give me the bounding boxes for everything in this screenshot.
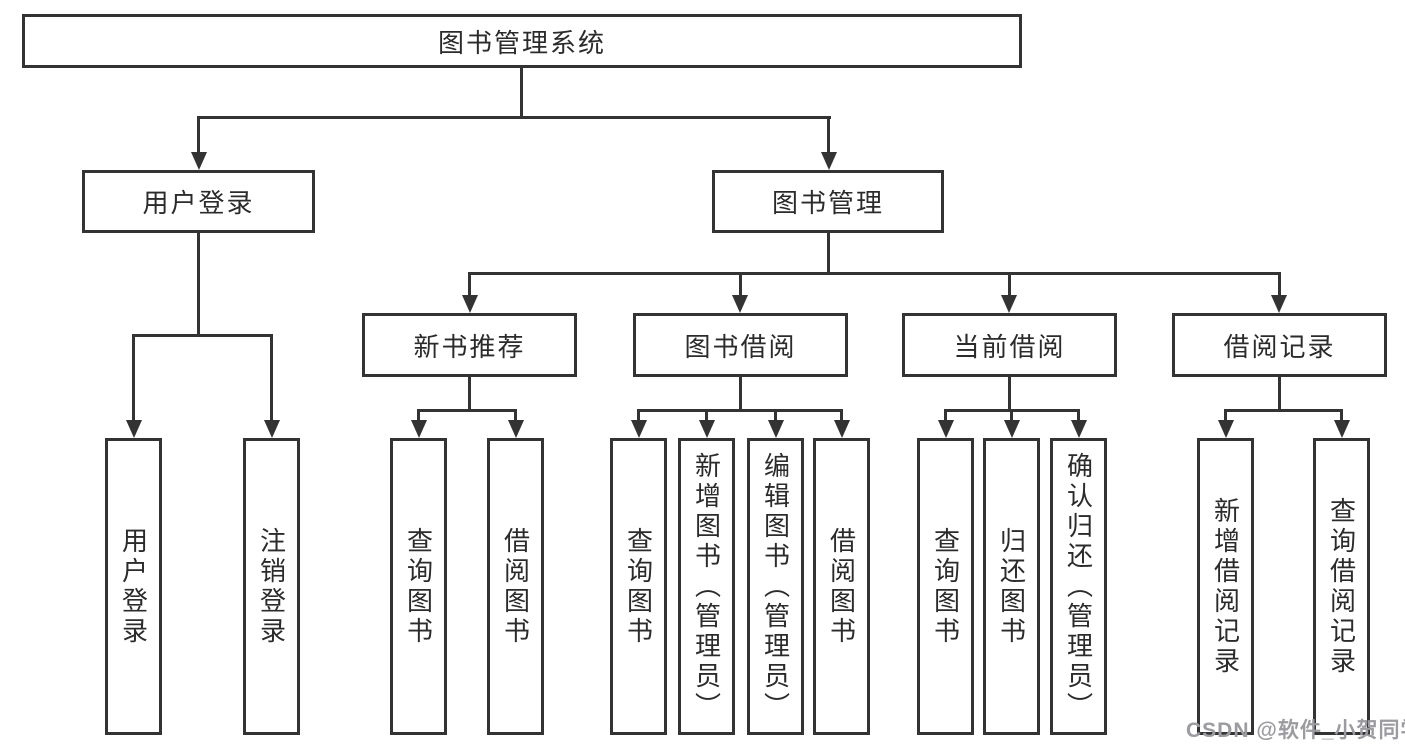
connector-line xyxy=(197,233,200,337)
node-leaf-logout: 注销登录 xyxy=(243,438,300,735)
node-book-management-label: 图书管理 xyxy=(771,188,884,218)
connector-line xyxy=(637,409,843,412)
connector-line xyxy=(827,116,830,154)
connector-line xyxy=(1224,409,1343,412)
connector-line xyxy=(1278,377,1281,411)
node-leaf-add-borrow-record: 新增借阅记录 xyxy=(1197,438,1254,735)
connector-line xyxy=(739,272,742,295)
csdn-watermark: CSDN @软件_小贺同学 xyxy=(1186,719,1405,742)
node-current-borrow: 当前借阅 xyxy=(902,313,1117,377)
node-book-borrow: 图书借阅 xyxy=(633,313,848,377)
connector-line xyxy=(468,377,471,411)
connector-line xyxy=(1224,409,1227,422)
connector-line xyxy=(468,272,1281,275)
connector-line xyxy=(774,409,777,422)
node-leaf-edit-book-admin: 编辑图书（管理员） xyxy=(747,438,804,735)
arrow-down-icon xyxy=(768,420,784,438)
node-leaf-confirm-return-admin-label: 确认归还（管理员） xyxy=(1063,451,1094,722)
connector-line xyxy=(132,334,135,422)
connector-line xyxy=(1008,377,1011,411)
node-leaf-logout-label: 注销登录 xyxy=(256,526,287,647)
node-new-book-recommend-label: 新书推荐 xyxy=(413,331,526,362)
node-leaf-add-book-admin-label: 新增图书（管理员） xyxy=(691,451,722,722)
node-leaf-confirm-return-admin: 确认归还（管理员） xyxy=(1050,438,1107,735)
connector-line xyxy=(1008,272,1011,295)
node-leaf-query-book-recommend: 查询图书 xyxy=(390,438,447,735)
connector-line xyxy=(637,409,640,422)
node-user-login-label: 用户登录 xyxy=(142,188,255,218)
node-leaf-query-borrow-record: 查询借阅记录 xyxy=(1313,438,1370,735)
arrow-down-icon xyxy=(1334,420,1350,438)
connector-line xyxy=(827,233,830,275)
node-leaf-user-login-label: 用户登录 xyxy=(118,526,149,647)
node-leaf-query-book: 查询图书 xyxy=(610,438,667,735)
arrow-down-icon xyxy=(1271,295,1287,313)
connector-line xyxy=(520,68,523,118)
node-borrow-record-label: 借阅记录 xyxy=(1223,331,1336,362)
node-new-book-recommend: 新书推荐 xyxy=(362,313,577,377)
connector-line xyxy=(1077,409,1080,422)
node-leaf-borrow-book: 借阅图书 xyxy=(813,438,870,735)
arrow-down-icon xyxy=(411,420,427,438)
node-leaf-add-borrow-record-label: 新增借阅记录 xyxy=(1210,496,1241,677)
connector-line xyxy=(739,377,742,411)
connector-line xyxy=(197,116,200,154)
arrow-down-icon xyxy=(631,420,647,438)
connector-line xyxy=(132,334,273,337)
node-leaf-return-book-label: 归还图书 xyxy=(996,526,1027,647)
connector-line xyxy=(468,272,471,295)
arrow-down-icon xyxy=(191,152,207,170)
connector-line xyxy=(514,409,517,422)
connector-line xyxy=(705,409,708,422)
arrow-down-icon xyxy=(834,420,850,438)
node-leaf-return-book: 归还图书 xyxy=(983,438,1040,735)
connector-line xyxy=(270,334,273,422)
node-current-borrow-label: 当前借阅 xyxy=(953,331,1066,362)
node-leaf-borrow-book-recommend: 借阅图书 xyxy=(487,438,544,735)
node-borrow-record: 借阅记录 xyxy=(1172,313,1387,377)
node-leaf-user-login: 用户登录 xyxy=(105,438,162,735)
arrow-down-icon xyxy=(264,420,280,438)
connector-line xyxy=(417,409,517,412)
node-leaf-query-book-label: 查询图书 xyxy=(623,526,654,647)
node-book-borrow-label: 图书借阅 xyxy=(684,331,797,362)
node-user-login: 用户登录 xyxy=(82,170,315,233)
connector-line xyxy=(840,409,843,422)
arrow-down-icon xyxy=(508,420,524,438)
node-leaf-query-book-recommend-label: 查询图书 xyxy=(403,526,434,647)
arrow-down-icon xyxy=(821,152,837,170)
connector-line xyxy=(417,409,420,422)
arrow-down-icon xyxy=(938,420,954,438)
arrow-down-icon xyxy=(1071,420,1087,438)
node-leaf-add-book-admin: 新增图书（管理员） xyxy=(678,438,735,735)
arrow-down-icon xyxy=(462,295,478,313)
node-leaf-borrow-book-label: 借阅图书 xyxy=(826,526,857,647)
node-root-label: 图书管理系统 xyxy=(437,27,606,58)
node-book-management: 图书管理 xyxy=(712,170,944,233)
node-leaf-query-borrow-record-label: 查询借阅记录 xyxy=(1326,496,1357,677)
node-leaf-query-current-label: 查询图书 xyxy=(930,526,961,647)
node-root: 图书管理系统 xyxy=(22,14,1022,68)
arrow-down-icon xyxy=(1218,420,1234,438)
arrow-down-icon xyxy=(699,420,715,438)
arrow-down-icon xyxy=(126,420,142,438)
connector-line xyxy=(1010,409,1013,422)
connector-line xyxy=(1278,272,1281,295)
arrow-down-icon xyxy=(732,295,748,313)
node-leaf-borrow-book-recommend-label: 借阅图书 xyxy=(500,526,531,647)
node-leaf-query-current: 查询图书 xyxy=(917,438,974,735)
node-leaf-edit-book-admin-label: 编辑图书（管理员） xyxy=(760,451,791,722)
connector-line xyxy=(197,116,831,119)
connector-line xyxy=(944,409,947,422)
arrow-down-icon xyxy=(1001,295,1017,313)
arrow-down-icon xyxy=(1004,420,1020,438)
connector-line xyxy=(1340,409,1343,422)
